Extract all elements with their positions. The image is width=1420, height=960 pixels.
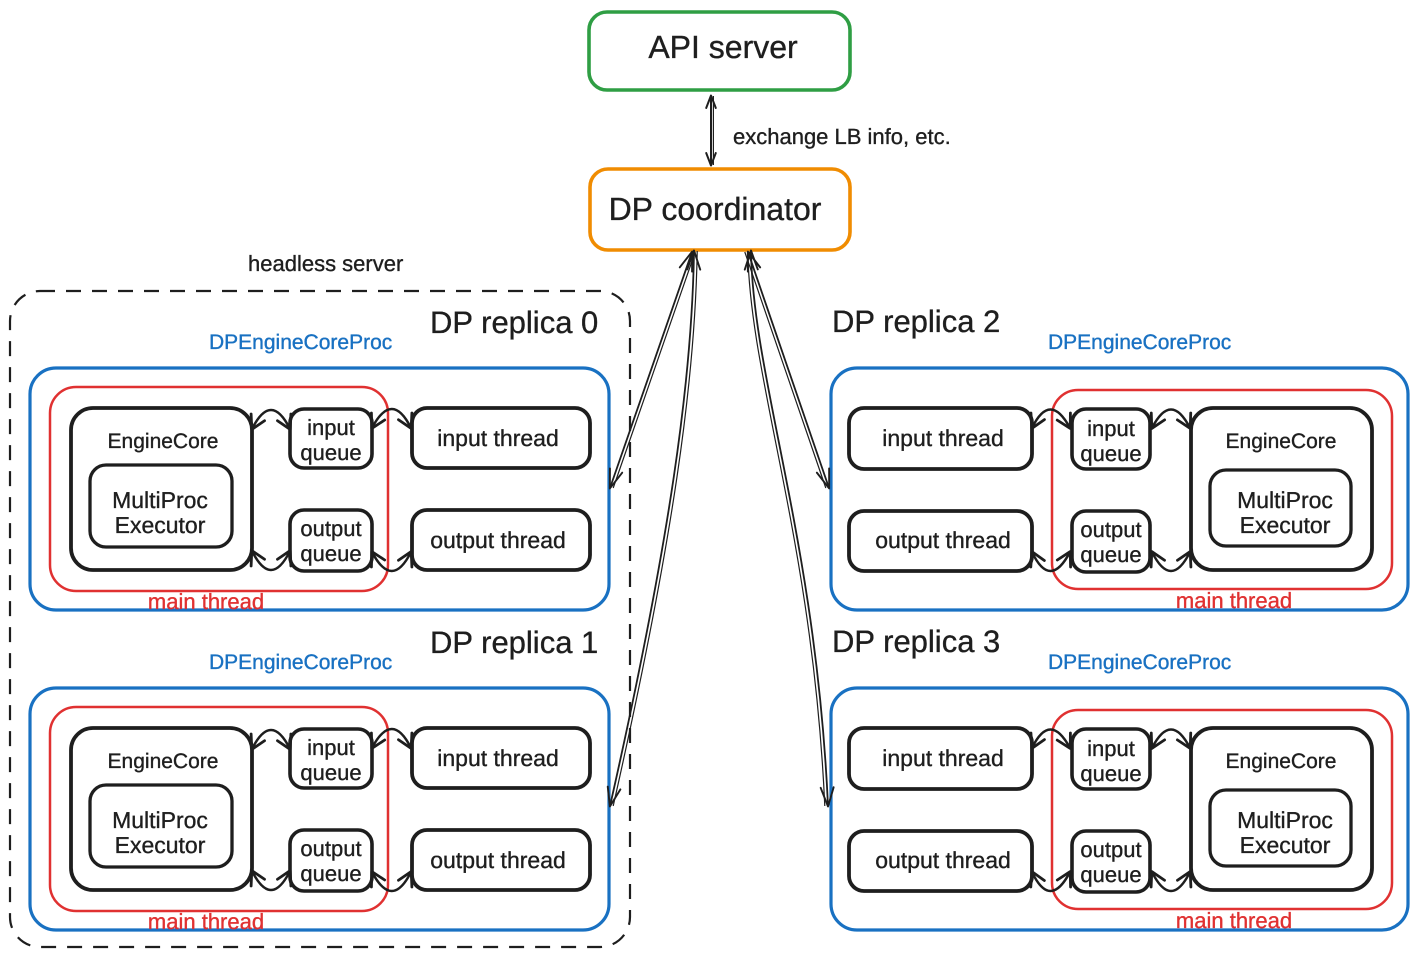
- svg-text:main thread: main thread: [1176, 908, 1292, 933]
- svg-text:queue: queue: [300, 861, 361, 886]
- svg-text:DPEngineCoreProc: DPEngineCoreProc: [1048, 331, 1231, 354]
- svg-text:queue: queue: [300, 760, 361, 785]
- svg-text:main thread: main thread: [1176, 588, 1292, 613]
- svg-text:DPEngineCoreProc: DPEngineCoreProc: [209, 651, 392, 674]
- svg-text:input: input: [1087, 736, 1135, 761]
- svg-text:EngineCore: EngineCore: [1226, 430, 1337, 453]
- svg-text:MultiProc: MultiProc: [112, 807, 208, 833]
- svg-text:queue: queue: [1080, 761, 1141, 786]
- svg-text:output thread: output thread: [875, 847, 1011, 873]
- svg-text:input: input: [307, 735, 355, 760]
- svg-text:output: output: [1080, 517, 1141, 542]
- svg-text:input thread: input thread: [437, 425, 558, 451]
- svg-text:input: input: [307, 415, 355, 440]
- svg-text:EngineCore: EngineCore: [108, 430, 219, 453]
- svg-text:input thread: input thread: [882, 425, 1003, 451]
- svg-text:queue: queue: [300, 440, 361, 465]
- svg-text:output thread: output thread: [430, 847, 566, 873]
- svg-text:output: output: [1080, 837, 1141, 862]
- svg-text:main thread: main thread: [148, 909, 264, 934]
- svg-text:Executor: Executor: [115, 832, 206, 858]
- svg-text:queue: queue: [300, 541, 361, 566]
- svg-text:Executor: Executor: [1240, 512, 1331, 538]
- svg-text:Executor: Executor: [115, 512, 206, 538]
- svg-text:EngineCore: EngineCore: [1226, 750, 1337, 773]
- svg-text:DP replica 0: DP replica 0: [430, 305, 598, 340]
- svg-text:MultiProc: MultiProc: [112, 487, 208, 513]
- svg-text:EngineCore: EngineCore: [108, 750, 219, 773]
- svg-text:input thread: input thread: [437, 745, 558, 771]
- svg-text:Executor: Executor: [1240, 832, 1331, 858]
- svg-text:input thread: input thread: [882, 745, 1003, 771]
- svg-text:headless server: headless server: [248, 251, 403, 276]
- svg-text:output: output: [300, 836, 361, 861]
- svg-text:queue: queue: [1080, 542, 1141, 567]
- svg-text:queue: queue: [1080, 862, 1141, 887]
- svg-text:main thread: main thread: [148, 589, 264, 614]
- svg-text:DP replica 3: DP replica 3: [832, 624, 1000, 659]
- svg-text:DP replica 2: DP replica 2: [832, 304, 1000, 339]
- svg-text:MultiProc: MultiProc: [1237, 487, 1333, 513]
- svg-text:output: output: [300, 516, 361, 541]
- svg-text:API server: API server: [648, 29, 798, 65]
- svg-text:queue: queue: [1080, 441, 1141, 466]
- svg-text:exchange LB info, etc.: exchange LB info, etc.: [733, 124, 951, 149]
- svg-text:DPEngineCoreProc: DPEngineCoreProc: [209, 331, 392, 354]
- svg-text:output thread: output thread: [875, 527, 1011, 553]
- svg-text:MultiProc: MultiProc: [1237, 807, 1333, 833]
- svg-text:DPEngineCoreProc: DPEngineCoreProc: [1048, 651, 1231, 674]
- svg-text:input: input: [1087, 416, 1135, 441]
- svg-text:DP coordinator: DP coordinator: [609, 191, 822, 227]
- svg-text:output thread: output thread: [430, 527, 566, 553]
- svg-text:DP replica 1: DP replica 1: [430, 625, 598, 660]
